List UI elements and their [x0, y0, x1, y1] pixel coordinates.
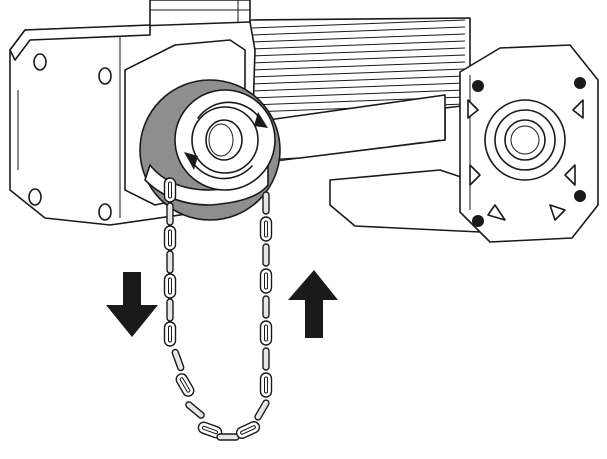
bolt-hole-icon: [472, 80, 484, 92]
hand-chain: [163, 177, 273, 441]
chain-link: [235, 421, 261, 439]
chain-link: [166, 250, 174, 274]
chain-link: [175, 373, 195, 397]
chain-link: [166, 298, 174, 322]
chain-link: [259, 268, 273, 294]
arrow-up-icon: [288, 270, 338, 338]
bidirectional-arrow-icon: [184, 101, 268, 180]
chain-link: [254, 399, 270, 421]
chain-link: [171, 348, 185, 372]
chain-link: [185, 401, 205, 419]
chain-link: [166, 202, 174, 226]
chain-link: [216, 433, 240, 441]
bolt-hole-icon: [574, 190, 586, 202]
bolt-hole-icon: [472, 215, 484, 227]
chain-link: [262, 295, 270, 319]
chain-link: [259, 372, 273, 398]
chain-wheel: [139, 79, 281, 221]
chain-link: [163, 273, 177, 299]
chain-link: [163, 177, 177, 203]
chain-link: [163, 225, 177, 251]
chain-link: [262, 243, 270, 267]
chain-link: [262, 347, 270, 371]
mounting-flange: [329, 44, 599, 243]
cooling-fins: [251, 19, 466, 113]
bolt-hole-icon: [574, 77, 586, 89]
chain-link: [259, 216, 273, 242]
chain-link: [163, 321, 177, 347]
chain-link: [259, 320, 273, 346]
motor-body: [249, 17, 471, 163]
chain-link: [262, 191, 270, 215]
arrow-down-icon: [106, 272, 158, 337]
